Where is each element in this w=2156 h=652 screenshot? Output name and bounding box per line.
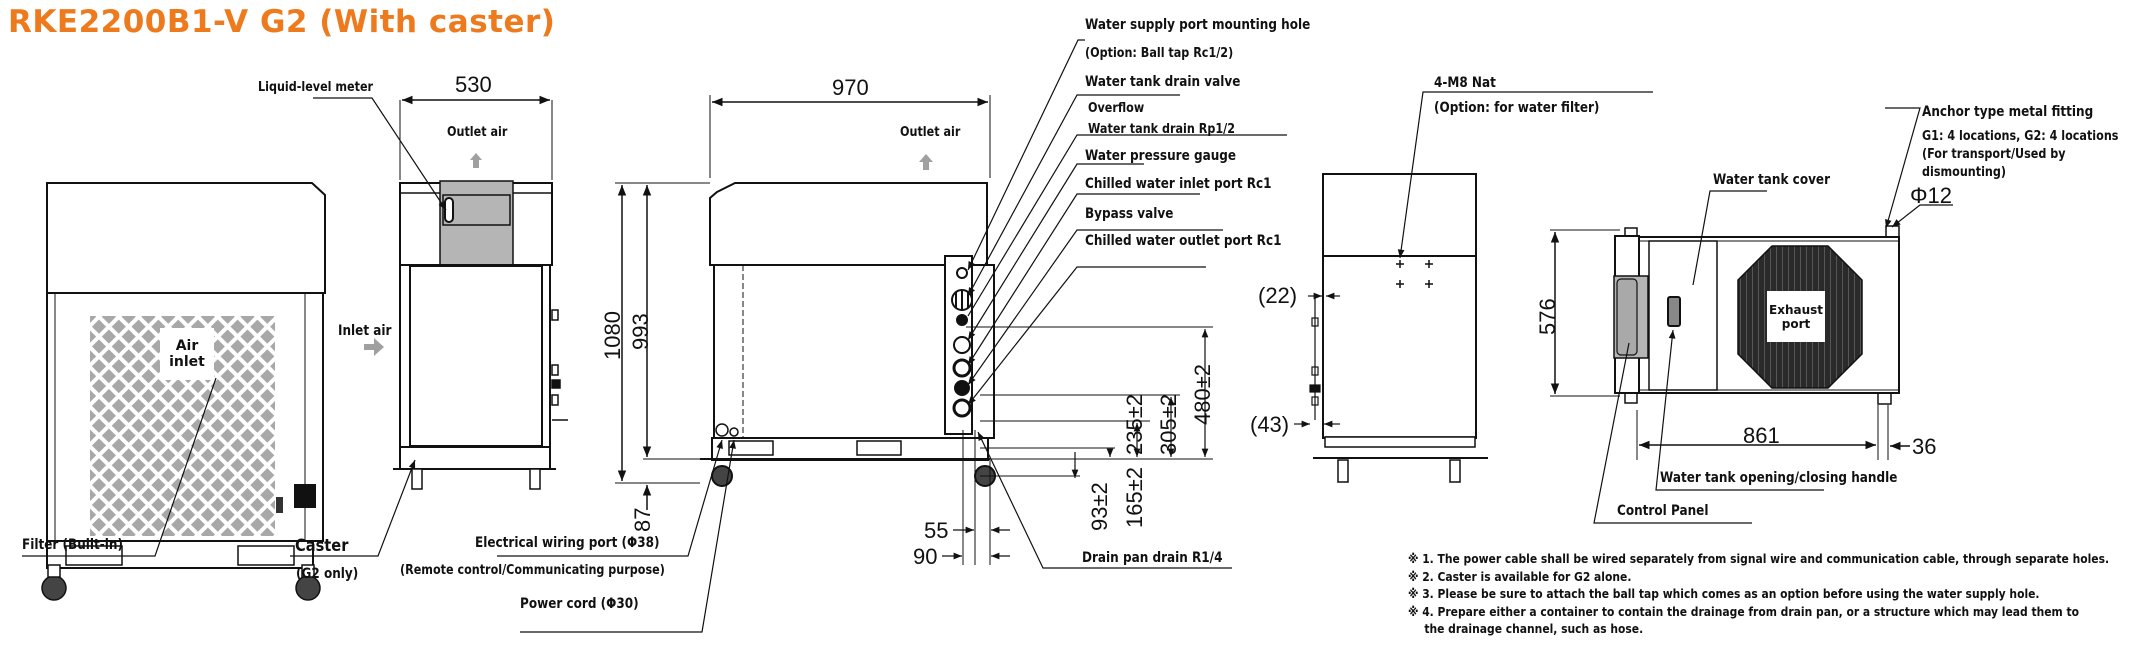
tank-handle-icon bbox=[1667, 296, 1681, 327]
dim-165: 165±2 bbox=[1122, 466, 1147, 528]
electrical-port-label: Electrical wiring port (Φ38) bbox=[475, 535, 660, 551]
port-label-tank-drain-valve: Water tank drain valve bbox=[1085, 74, 1241, 90]
nut-holes bbox=[1396, 260, 1433, 288]
dim-576: 576 bbox=[1535, 298, 1560, 335]
anchor-label: Anchor type metal fitting bbox=[1922, 104, 2094, 120]
dim-861: 861 bbox=[1743, 423, 1780, 448]
filter-label: Filter (Built-in) bbox=[22, 537, 123, 553]
dim-36: 36 bbox=[1912, 434, 1937, 459]
dim-530: 530 bbox=[455, 72, 492, 97]
caster-label: Caster bbox=[295, 536, 349, 556]
dim-22: (22) bbox=[1258, 283, 1298, 308]
nut-label: 4-M8 Nat bbox=[1434, 75, 1496, 91]
outlet-air-arrow-icon bbox=[919, 154, 933, 170]
air-inlet-label: Air inlet bbox=[160, 328, 214, 380]
side-fittings bbox=[551, 309, 568, 421]
port-label-chilled-inlet: Chilled water inlet port Rc1 bbox=[1085, 176, 1272, 192]
port-vertical-dims bbox=[966, 326, 1213, 478]
electrical-port-note: (Remote control/Communicating purpose) bbox=[400, 563, 665, 578]
caster-icon bbox=[711, 465, 996, 487]
page-title: RKE2200B1-V G2 (With caster) bbox=[8, 4, 556, 40]
notes-list: ※ 1. The power cable shall be wired sepa… bbox=[1408, 550, 2109, 638]
top-view bbox=[1550, 107, 1953, 524]
caster-note: (G2 only) bbox=[296, 566, 359, 582]
dim-90: 90 bbox=[913, 544, 938, 569]
dim-phi12: Φ12 bbox=[1910, 183, 1953, 208]
dim-305: 305±2 bbox=[1156, 393, 1181, 455]
power-cord-label: Power cord (Φ30) bbox=[520, 596, 639, 612]
water-tank-cover-label: Water tank cover bbox=[1713, 172, 1831, 188]
front-view bbox=[41, 182, 326, 601]
port-leader-lines bbox=[967, 39, 1287, 406]
inlet-air-label: Inlet air bbox=[338, 323, 392, 339]
dim-93: 93±2 bbox=[1087, 482, 1112, 531]
liquid-level-meter-icon bbox=[444, 197, 454, 223]
anchor-note-2: (For transport/Used by bbox=[1922, 147, 2066, 162]
nut-note: (Option: for water filter) bbox=[1434, 100, 1600, 116]
bottom-leader-lines bbox=[22, 97, 736, 633]
inlet-air-arrow-icon bbox=[364, 338, 384, 356]
right-side-view bbox=[1294, 91, 1653, 483]
port-label-water-supply: Water supply port mounting hole bbox=[1085, 17, 1311, 33]
control-panel-label: Control Panel bbox=[1617, 503, 1709, 519]
bottom-horizontal-dims bbox=[942, 430, 1232, 569]
front-power-switch bbox=[294, 484, 316, 508]
outlet-air-label-side: Outlet air bbox=[447, 125, 508, 140]
dim-87: 87 bbox=[630, 507, 655, 532]
anchor-note-1: G1: 4 locations, G2: 4 locations bbox=[1922, 129, 2119, 144]
tank-handle-label: Water tank opening/closing handle bbox=[1660, 470, 1898, 486]
note-4-continued: the drainage channel, such as hose. bbox=[1424, 621, 1644, 636]
dim-235: 235±2 bbox=[1122, 393, 1147, 455]
side-view-530 bbox=[393, 95, 568, 490]
rear-view-970 bbox=[700, 95, 996, 487]
exhaust-port-label: Exhaust port bbox=[1767, 291, 1825, 342]
dim-43: (43) bbox=[1250, 412, 1290, 437]
rear-ports bbox=[951, 267, 973, 418]
anchor-note-3: dismounting) bbox=[1922, 165, 2006, 180]
dim-55: 55 bbox=[924, 518, 949, 543]
dim-970: 970 bbox=[832, 75, 869, 100]
port-label-bypass-valve: Bypass valve bbox=[1085, 206, 1174, 222]
port-label-overflow: Overflow bbox=[1088, 101, 1145, 116]
outlet-air-arrow-icon bbox=[470, 153, 482, 168]
dim-993: 993 bbox=[628, 313, 653, 350]
note-3: ※ 3. Please be sure to attach the ball t… bbox=[1408, 586, 2040, 601]
dim-1080: 1080 bbox=[600, 311, 625, 360]
outlet-air-label-rear: Outlet air bbox=[900, 125, 961, 140]
note-2: ※ 2. Caster is available for G2 alone. bbox=[1408, 568, 1632, 584]
caster-icon bbox=[41, 564, 321, 601]
drain-pan-label: Drain pan drain R1/4 bbox=[1082, 550, 1223, 566]
note-1: ※ 1. The power cable shall be wired sepa… bbox=[1408, 551, 2110, 566]
height-dimensions bbox=[615, 182, 710, 510]
port-label-tank-drain: Water tank drain Rp1/2 bbox=[1088, 122, 1235, 137]
port-label-pressure-gauge: Water pressure gauge bbox=[1085, 148, 1237, 164]
port-label-chilled-outlet: Chilled water outlet port Rc1 bbox=[1085, 233, 1282, 249]
port-label-ball-tap: (Option: Ball tap Rc1/2) bbox=[1085, 46, 1234, 61]
note-4: ※ 4. Prepare either a container to conta… bbox=[1408, 603, 2080, 619]
liquid-level-meter-label: Liquid-level meter bbox=[258, 80, 374, 95]
dim-480: 480±2 bbox=[1190, 363, 1215, 425]
